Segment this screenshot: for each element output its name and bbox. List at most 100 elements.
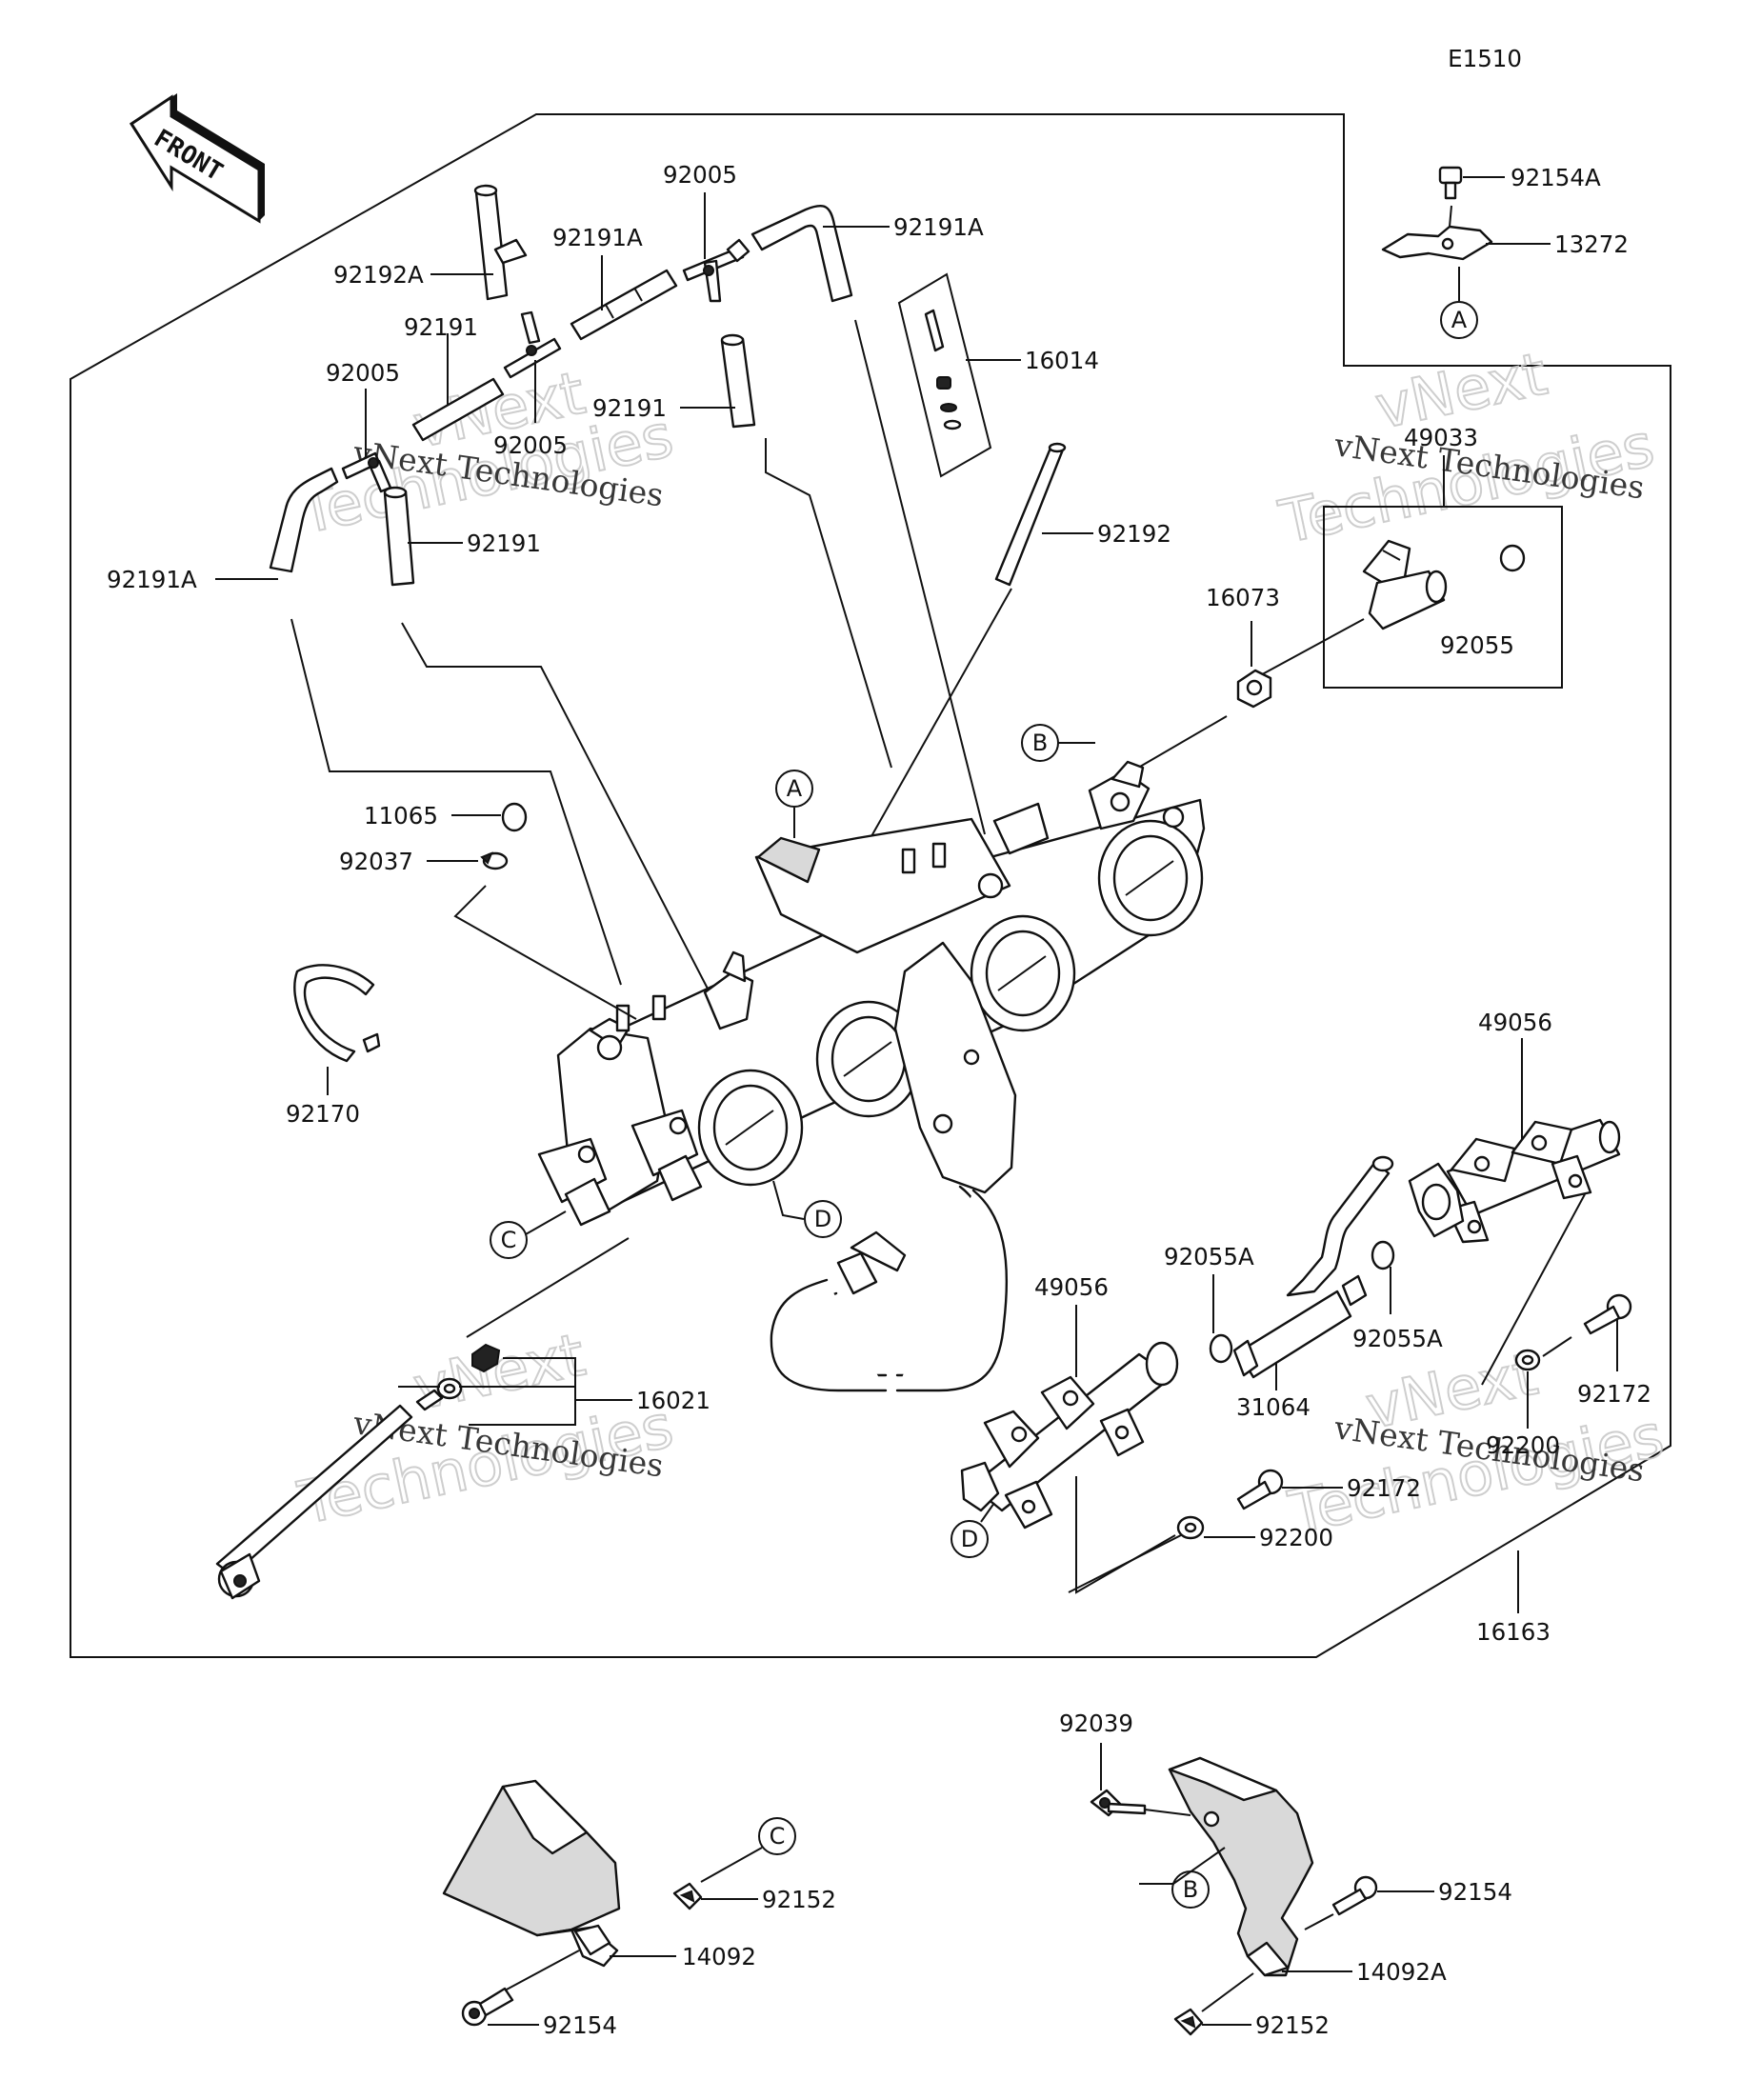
part-92154-left-bolt[interactable] bbox=[461, 1987, 514, 2027]
label-92192A: 92192A bbox=[333, 261, 424, 289]
label-92191-upper: 92191 bbox=[404, 313, 478, 341]
svg-text:B: B bbox=[1032, 730, 1048, 756]
label-49056-right: 49056 bbox=[1478, 1009, 1552, 1036]
part-49056-right-rail[interactable] bbox=[1408, 1118, 1621, 1244]
label-14092: 14092 bbox=[682, 1943, 756, 1970]
part-14092-cover[interactable] bbox=[442, 1779, 621, 1968]
part-16014-kit[interactable] bbox=[897, 272, 992, 478]
label-92191A-mid: 92191A bbox=[552, 224, 643, 251]
part-92200-mid-washer[interactable] bbox=[1176, 1515, 1205, 1540]
label-92005-left: 92005 bbox=[326, 359, 400, 387]
part-92154A-bolt[interactable] bbox=[1438, 166, 1463, 200]
watermark-bottom-right: vNext Technologies vNext Technologies bbox=[1282, 1338, 1671, 1549]
part-49056-left-rail[interactable] bbox=[960, 1341, 1179, 1530]
part-16021-washer[interactable] bbox=[436, 1377, 463, 1400]
label-92055A-left: 92055A bbox=[1164, 1243, 1254, 1270]
label-16073: 16073 bbox=[1206, 584, 1280, 611]
part-92192-hose[interactable] bbox=[994, 442, 1067, 587]
part-49033-sensor[interactable] bbox=[1362, 539, 1448, 630]
label-92191-right: 92191 bbox=[592, 394, 667, 422]
callout-D-lower bbox=[951, 1520, 989, 1558]
part-92191-right-hose[interactable] bbox=[720, 333, 756, 429]
label-13272: 13272 bbox=[1554, 230, 1629, 258]
part-92191A-left-hose[interactable] bbox=[269, 467, 339, 573]
label-92005-mid: 92005 bbox=[493, 431, 568, 459]
label-92200-right: 92200 bbox=[1486, 1431, 1560, 1459]
label-16163: 16163 bbox=[1476, 1618, 1551, 1646]
part-92005-mid-fitting[interactable] bbox=[503, 310, 562, 379]
label-16014: 16014 bbox=[1025, 347, 1099, 374]
part-92191A-mid-hose[interactable] bbox=[570, 269, 678, 341]
svg-text:C: C bbox=[770, 1823, 786, 1850]
label-31064: 31064 bbox=[1236, 1393, 1311, 1421]
label-92191-lower: 92191 bbox=[467, 530, 541, 557]
svg-text:A: A bbox=[787, 775, 803, 802]
part-16163-throttle-body-assembly[interactable] bbox=[537, 760, 1206, 1227]
part-49033-group-box bbox=[1323, 506, 1563, 689]
svg-text:C: C bbox=[501, 1227, 517, 1253]
label-92154-left: 92154 bbox=[543, 2011, 617, 2039]
part-11065-cap[interactable] bbox=[501, 802, 528, 832]
label-92152-right: 92152 bbox=[1255, 2011, 1330, 2039]
label-49056-left: 49056 bbox=[1034, 1273, 1109, 1301]
label-92037: 92037 bbox=[339, 848, 413, 875]
part-92200-right-washer[interactable] bbox=[1514, 1349, 1541, 1371]
front-arrow-icon: FRONT bbox=[129, 93, 265, 224]
part-92191-lower-hose[interactable] bbox=[383, 486, 415, 587]
part-92005-top-fitting[interactable] bbox=[682, 238, 750, 303]
part-92172-mid-bolt[interactable] bbox=[1236, 1469, 1284, 1510]
label-92191A-left: 92191A bbox=[107, 566, 197, 593]
label-92192: 92192 bbox=[1097, 520, 1171, 548]
part-92039-bolt[interactable] bbox=[1090, 1789, 1147, 1817]
part-92055A-left-oring[interactable] bbox=[1209, 1333, 1233, 1364]
label-14092A: 14092A bbox=[1356, 1958, 1447, 1986]
part-92152-right-nut[interactable] bbox=[1173, 2008, 1204, 2036]
label-92152-left: 92152 bbox=[762, 1886, 836, 1913]
label-11065: 11065 bbox=[364, 802, 438, 830]
part-harness-connector[interactable] bbox=[770, 1185, 1009, 1392]
part-92191A-top-right-hose[interactable] bbox=[750, 205, 853, 303]
part-92152-left-nut[interactable] bbox=[672, 1882, 703, 1910]
callout-C-bottom bbox=[758, 1817, 796, 1855]
part-92172-right-bolt[interactable] bbox=[1583, 1293, 1632, 1335]
label-92172-right: 92172 bbox=[1577, 1380, 1651, 1408]
part-92005-left-fitting[interactable] bbox=[341, 451, 392, 493]
callout-A-mid bbox=[775, 770, 813, 808]
diagram-code: E1510 bbox=[1448, 45, 1522, 72]
part-92037-clip[interactable] bbox=[480, 851, 509, 870]
label-92170: 92170 bbox=[286, 1100, 360, 1128]
part-92170-band[interactable] bbox=[293, 964, 381, 1063]
label-92200-mid: 92200 bbox=[1259, 1524, 1333, 1551]
part-16021-nut[interactable] bbox=[471, 1343, 501, 1373]
label-92154-right: 92154 bbox=[1438, 1878, 1512, 1906]
label-92191A-top-right: 92191A bbox=[893, 213, 984, 241]
label-92055: 92055 bbox=[1440, 631, 1514, 659]
part-92192A-hose[interactable] bbox=[473, 184, 528, 301]
part-13272-bracket[interactable] bbox=[1381, 205, 1493, 261]
callout-A-top bbox=[1440, 301, 1478, 339]
callout-C-left bbox=[490, 1221, 528, 1259]
callout-D-mid bbox=[804, 1200, 842, 1238]
part-92191-upper-hose[interactable] bbox=[411, 377, 505, 442]
svg-text:D: D bbox=[814, 1206, 831, 1232]
part-16073-nut[interactable] bbox=[1236, 669, 1272, 709]
part-92055A-right-oring[interactable] bbox=[1371, 1240, 1395, 1270]
label-92055A-right: 92055A bbox=[1352, 1325, 1443, 1352]
label-16021: 16021 bbox=[636, 1387, 710, 1414]
label-92172-mid: 92172 bbox=[1347, 1474, 1421, 1502]
label-92039: 92039 bbox=[1059, 1710, 1133, 1737]
part-16021-pipe-assy[interactable] bbox=[215, 1389, 444, 1600]
part-92055-oring[interactable] bbox=[1499, 544, 1526, 572]
svg-text:D: D bbox=[961, 1526, 978, 1552]
part-92154-right-bolt[interactable] bbox=[1331, 1875, 1378, 1916]
part-14092A-cover[interactable] bbox=[1168, 1756, 1314, 1977]
assembly-boundary bbox=[70, 113, 1671, 1658]
svg-text:vNext: vNext bbox=[408, 1320, 590, 1424]
label-92154A: 92154A bbox=[1511, 164, 1601, 191]
label-92005-top: 92005 bbox=[663, 161, 737, 189]
svg-text:B: B bbox=[1183, 1876, 1198, 1903]
label-49033: 49033 bbox=[1404, 424, 1478, 451]
part-31064-fuel-pipe[interactable] bbox=[1232, 1155, 1394, 1379]
svg-text:A: A bbox=[1451, 307, 1468, 333]
